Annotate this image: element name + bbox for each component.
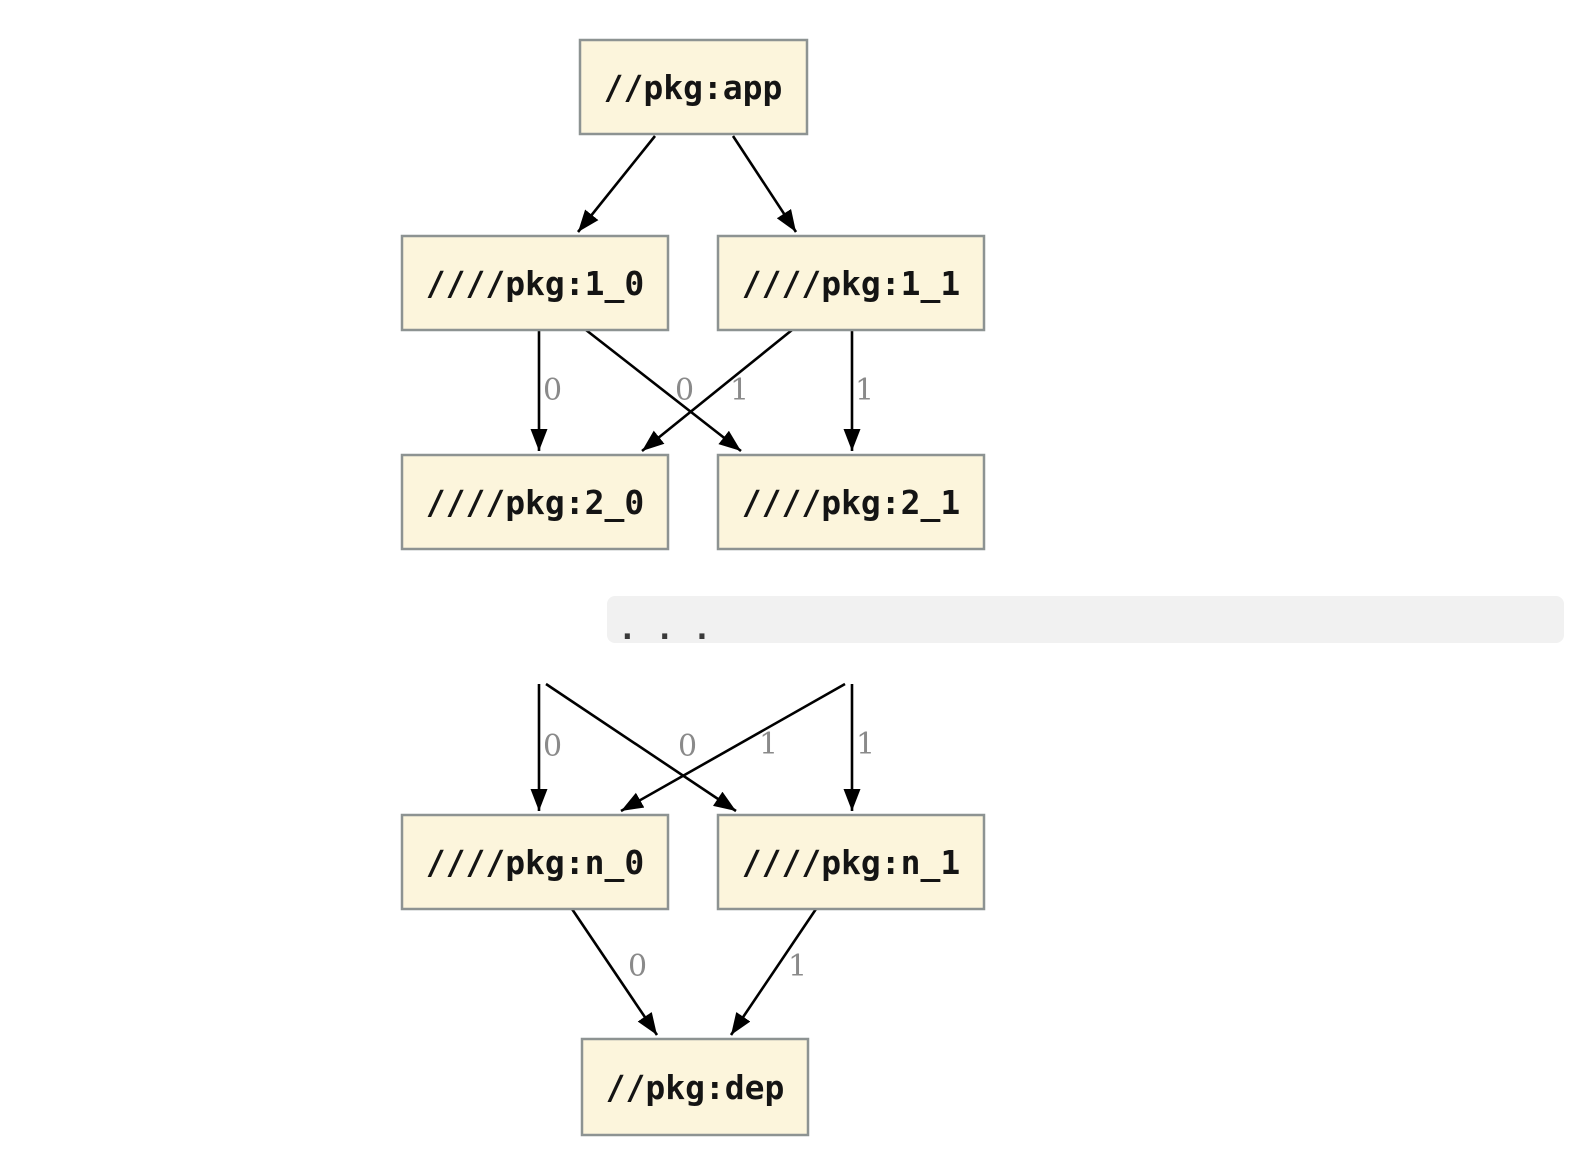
ellipsis-row: . . . bbox=[607, 596, 1564, 647]
node-pkg-dep: //pkg:dep bbox=[580, 1037, 810, 1137]
node-pkg-app: //pkg:app bbox=[578, 38, 809, 136]
node-label-dep: //pkg:dep bbox=[606, 1068, 785, 1107]
node-pkg-2_0: ////pkg:2_0 bbox=[400, 453, 670, 551]
edge-label-elided-n_1: 0 bbox=[678, 729, 697, 764]
edge-label-1_1-2_1: 1 bbox=[855, 373, 874, 408]
node-box-2_0 bbox=[400, 453, 670, 551]
edge-elided-to-n_1 bbox=[545, 682, 737, 813]
edge-1_0-to-2_1 bbox=[585, 328, 742, 453]
node-label-2_0: ////pkg:2_0 bbox=[426, 483, 645, 522]
node-pkg-2_1: ////pkg:2_1 bbox=[716, 453, 986, 551]
edge-label-1_1-2_0: 1 bbox=[730, 373, 749, 408]
node-pkg-n_0: ////pkg:n_0 bbox=[400, 813, 670, 911]
node-box-n_0 bbox=[400, 813, 670, 911]
node-box-2_1 bbox=[716, 453, 986, 551]
edge-n_1-to-dep bbox=[729, 908, 818, 1036]
edge-1_1-to-2_0 bbox=[641, 328, 793, 453]
node-pkg-n_1: ////pkg:n_1 bbox=[716, 813, 986, 911]
edge-label-n_0-dep: 0 bbox=[628, 949, 647, 984]
node-box-1_1 bbox=[716, 234, 986, 332]
edge-label-1_0-2_1: 0 bbox=[675, 373, 694, 408]
edge-label-1_0-2_0: 0 bbox=[543, 373, 562, 408]
node-pkg-1_1: ////pkg:1_1 bbox=[716, 234, 986, 332]
node-label-n_0: ////pkg:n_0 bbox=[426, 843, 645, 882]
edge-label-elided-n_0-right: 1 bbox=[759, 727, 778, 762]
node-pkg-1_0: ////pkg:1_0 bbox=[400, 234, 670, 332]
edge-elided-to-n_0-right bbox=[620, 682, 846, 813]
ellipsis-dots: . . . bbox=[618, 611, 711, 647]
node-box-1_0 bbox=[400, 234, 670, 332]
ellipsis-bar bbox=[607, 596, 1564, 643]
node-label-2_1: ////pkg:2_1 bbox=[742, 483, 961, 522]
node-box-n_1 bbox=[716, 813, 986, 911]
edge-app-to-1_1 bbox=[731, 135, 798, 233]
edge-label-elided-n_1-right: 1 bbox=[856, 727, 875, 762]
edge-app-to-1_0 bbox=[576, 135, 657, 233]
edge-label-n_1-dep: 1 bbox=[788, 949, 807, 984]
node-box-dep bbox=[580, 1037, 810, 1137]
node-box-app bbox=[578, 38, 809, 136]
edge-n_0-to-dep bbox=[570, 908, 659, 1036]
node-label-1_0: ////pkg:1_0 bbox=[426, 264, 645, 303]
edge-label-elided-n_0: 0 bbox=[543, 729, 562, 764]
node-label-1_1: ////pkg:1_1 bbox=[742, 264, 961, 303]
node-label-app: //pkg:app bbox=[604, 68, 783, 107]
node-label-n_1: ////pkg:n_1 bbox=[742, 843, 961, 882]
